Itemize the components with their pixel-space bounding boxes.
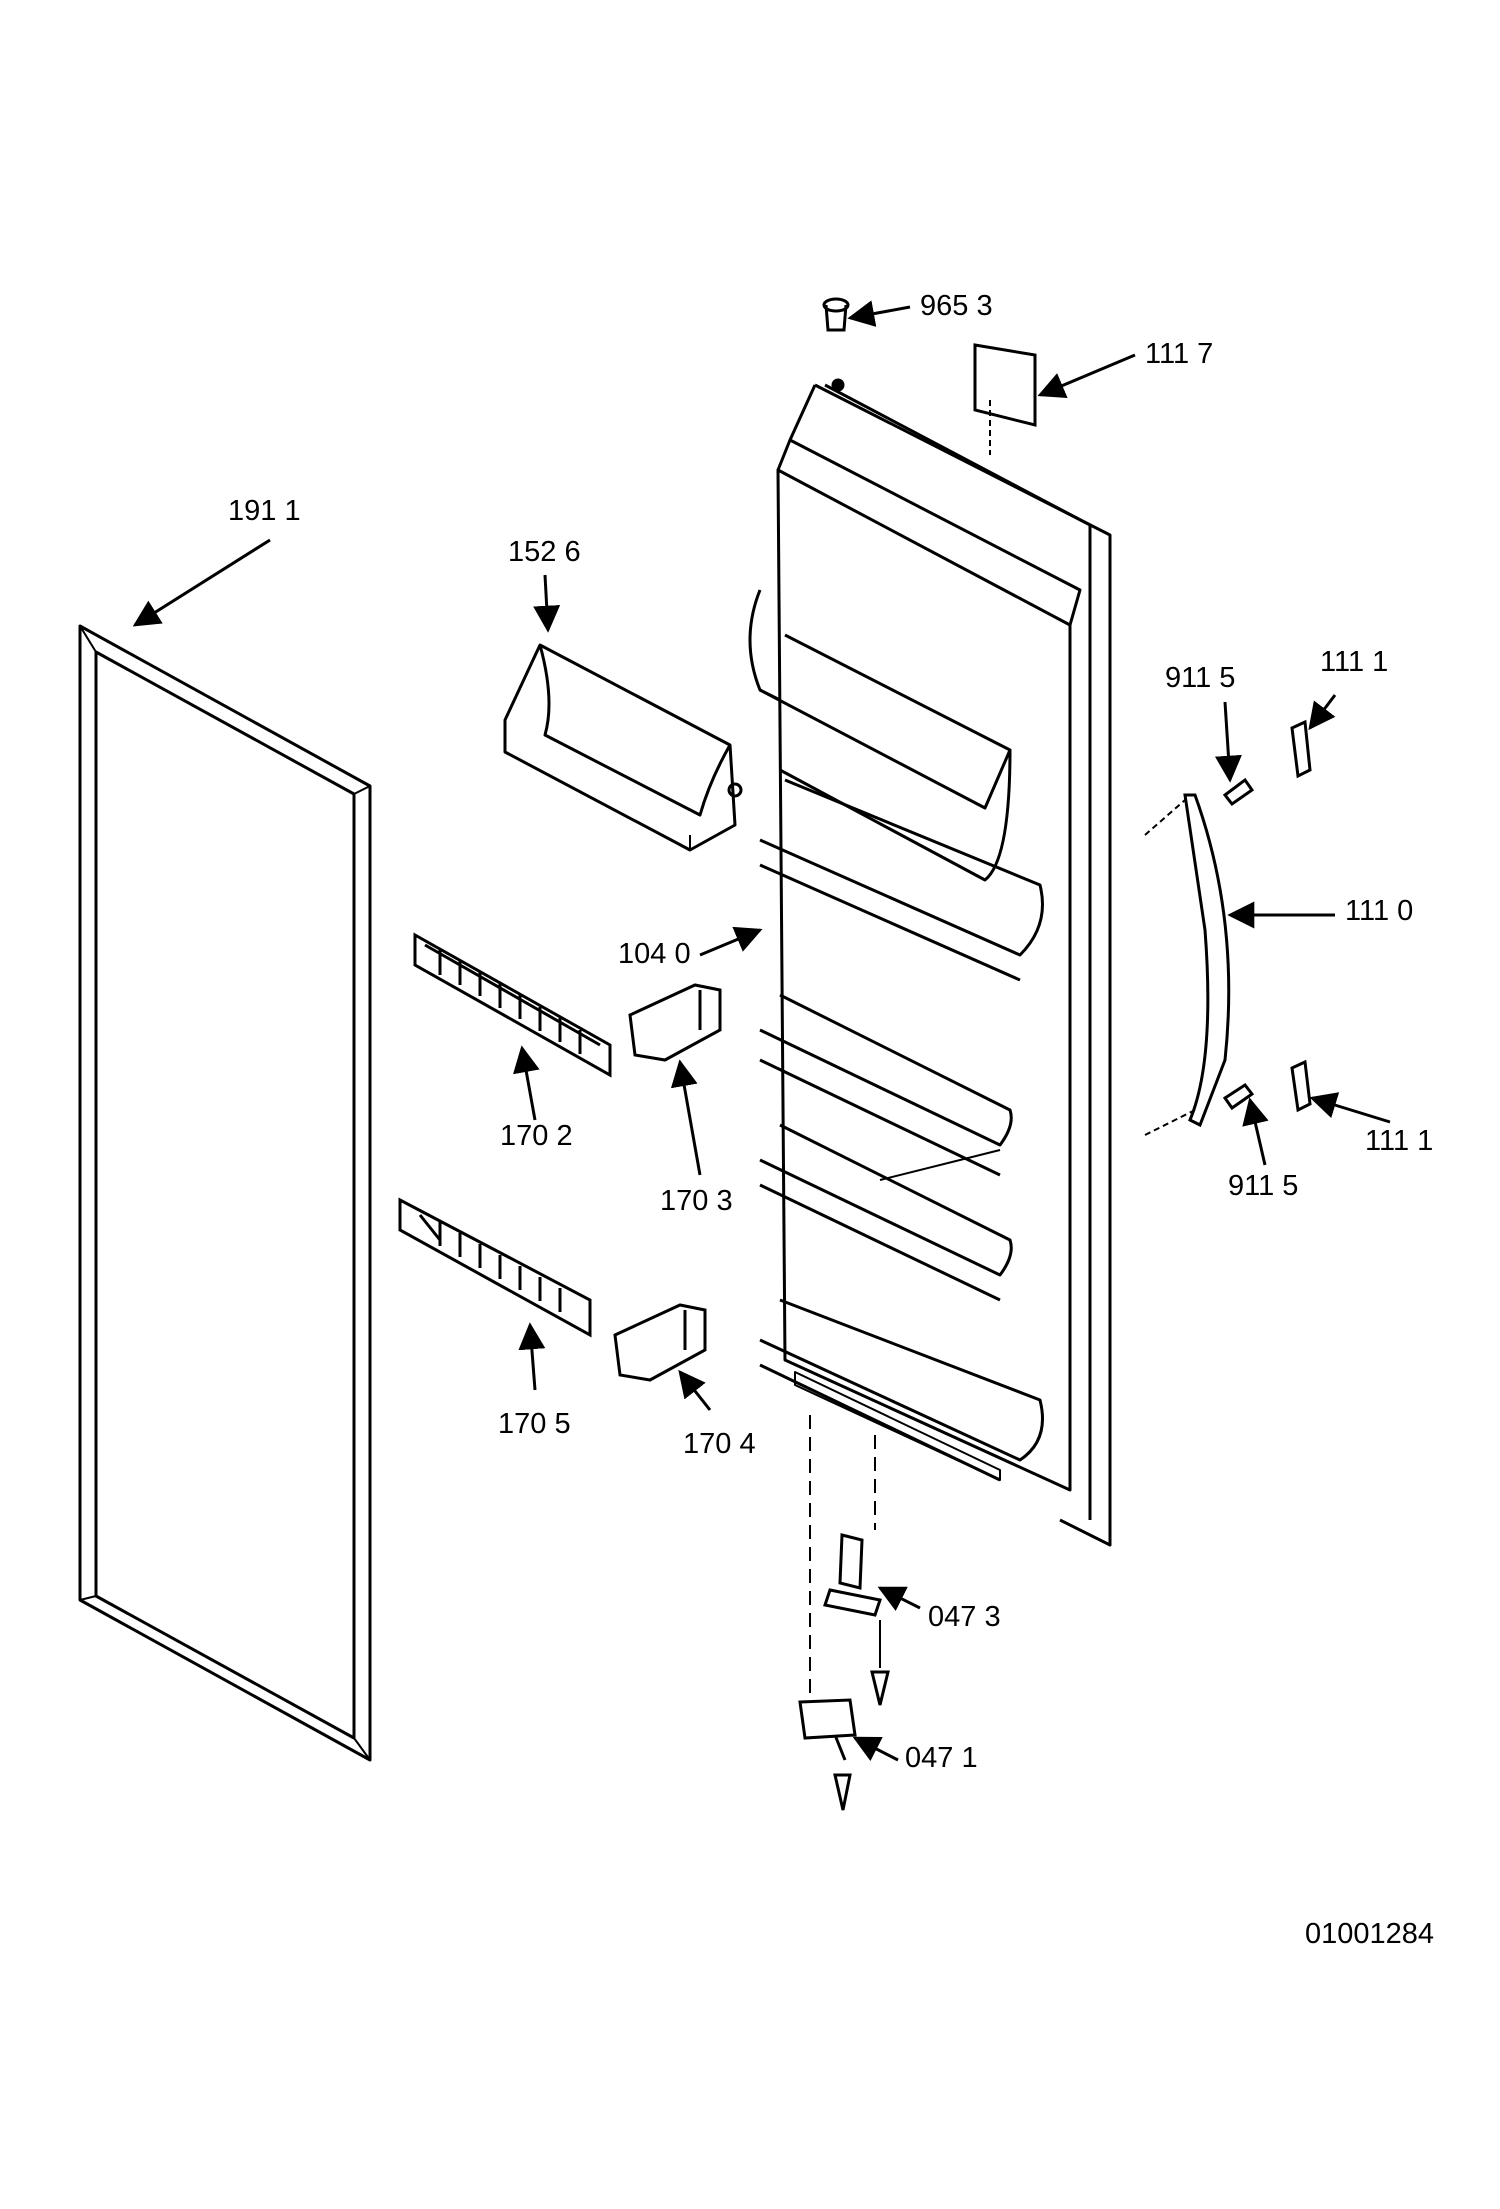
callout-170-5: 170 5 [498,1408,571,1440]
callout-111-1-lower: 111 1 [1365,1125,1434,1157]
callout-911-5-upper: 911 5 [1165,662,1236,694]
callout-170-2: 170 2 [500,1120,573,1152]
callout-104-0: 104 0 [618,938,691,970]
shelf-bar-lower [398,1197,592,1338]
leader-lines [132,300,1391,1762]
handle-cap-lower [1290,1059,1312,1113]
handle-cap-upper [1290,719,1312,779]
callout-170-4: 170 4 [683,1428,756,1460]
callout-170-3: 170 3 [660,1185,733,1217]
plug [822,297,850,392]
door-handle [1144,793,1231,1136]
door-liner [748,383,1112,1547]
callout-191-1: 191 1 [228,495,301,527]
callout-111-0: 111 0 [1345,895,1414,927]
callout-152-6: 152 6 [508,536,581,568]
document-number: 01001284 [1305,1918,1435,1950]
shelf-end-cap-lower [613,1303,707,1382]
handle-screw-lower [1222,1082,1255,1111]
callout-911-5-lower: 911 5 [1228,1170,1299,1202]
callout-047-3: 047 3 [928,1601,1001,1633]
bottom-hinge [798,1415,876,1811]
callout-111-7: 111 7 [1145,338,1214,370]
callout-047-1: 047 1 [905,1742,978,1774]
hinge-pin [823,1533,890,1706]
handle-screw-upper [1222,777,1255,807]
door-gasket [78,624,372,1762]
callout-111-1-upper: 111 1 [1320,646,1389,678]
dairy-door [503,643,743,852]
label-plate [973,343,1037,455]
callout-965-3: 965 3 [920,290,993,322]
shelf-bar-upper [413,932,612,1078]
shelf-end-cap-upper [628,983,722,1062]
